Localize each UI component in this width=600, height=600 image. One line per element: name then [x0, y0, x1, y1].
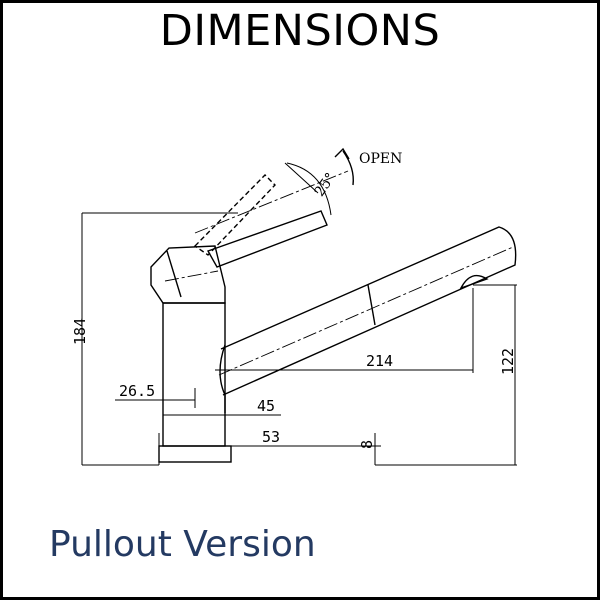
dim-offset-a: 26.5 — [119, 382, 155, 400]
lever-open — [193, 174, 276, 256]
faucet-base — [158, 445, 232, 463]
pullout-spout — [220, 226, 517, 396]
centerlines — [164, 170, 514, 376]
dim-spout-reach: 214 — [366, 352, 393, 370]
page-subtitle: Pullout Version — [49, 524, 316, 565]
open-arrow-icon — [334, 147, 354, 186]
spout-neck — [219, 344, 226, 413]
dim-base-height: 8 — [358, 440, 376, 449]
dimension-lines — [81, 162, 517, 466]
lever-closed — [206, 210, 328, 268]
dim-spout-height: 122 — [499, 348, 517, 375]
dim-overall-height: 184 — [71, 318, 89, 345]
faucet-dimension-drawing: OPEN 25° 184 214 122 26.5 45 53 8 — [71, 147, 517, 466]
spray-head — [459, 274, 489, 290]
open-label: OPEN — [359, 151, 402, 167]
faucet-outline — [150, 174, 517, 463]
dim-body-width: 45 — [257, 397, 275, 415]
dim-base-width: 53 — [262, 428, 280, 446]
page-title: DIMENSIONS — [159, 6, 441, 56]
angle-label: 25° — [312, 170, 339, 200]
faucet-body — [162, 302, 226, 447]
cartridge-housing — [150, 245, 226, 304]
